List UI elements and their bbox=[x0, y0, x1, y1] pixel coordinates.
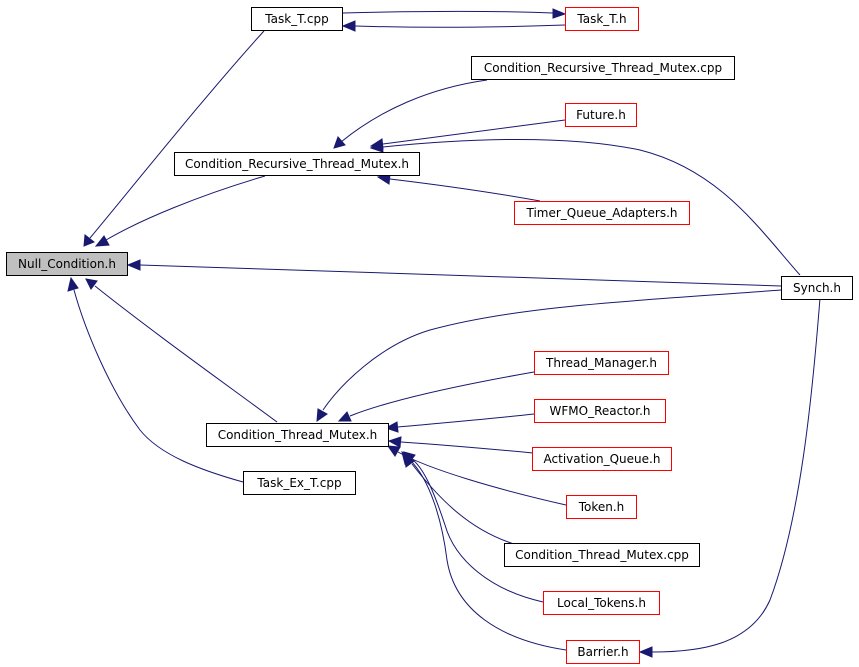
node-activation-queue-h[interactable]: Activation_Queue.h bbox=[532, 447, 672, 471]
edge-arrowhead bbox=[386, 445, 401, 457]
node-future-h[interactable]: Future.h bbox=[565, 103, 637, 127]
edge-synch-to-cond-rec-h bbox=[382, 138, 801, 276]
edge-timer-queue-to-cond-rec-h bbox=[389, 178, 541, 202]
edge-cond-rec-cpp-to-cond-rec-h bbox=[340, 79, 488, 143]
edge-local-tokens-to-cond-thread-h bbox=[412, 459, 544, 603]
node-synch-h[interactable]: Synch.h bbox=[781, 276, 853, 300]
edge-synch-to-cond-thread-h bbox=[322, 289, 782, 411]
edge-task-t-cpp-to-null-condition bbox=[89, 30, 265, 239]
node-null-condition-h: Null_Condition.h bbox=[6, 252, 128, 276]
edge-cond-thread-cpp-to-cond-thread-h bbox=[411, 463, 515, 545]
edge-arrowhead bbox=[341, 20, 356, 32]
edge-arrowhead bbox=[316, 408, 328, 423]
edge-arrowhead bbox=[387, 436, 402, 448]
edge-arrowhead bbox=[638, 646, 653, 658]
edge-arrowhead bbox=[384, 421, 399, 433]
edge-arrowhead bbox=[83, 234, 95, 247]
edge-task-t-h-to-task-t-cpp bbox=[354, 24, 566, 28]
edge-arrowhead bbox=[94, 235, 110, 247]
edge-arrowhead bbox=[552, 8, 567, 19]
node-timer-queue-adapters-h[interactable]: Timer_Queue_Adapters.h bbox=[514, 201, 690, 225]
edge-arrowhead bbox=[67, 276, 79, 292]
edge-arrowhead bbox=[333, 136, 346, 149]
node-task-ex-t-cpp[interactable]: Task_Ex_T.cpp bbox=[243, 471, 356, 495]
edge-cond-thread-h-to-null-condition bbox=[94, 285, 278, 423]
node-cond-rec-mutex-h[interactable]: Condition_Recursive_Thread_Mutex.h bbox=[174, 152, 420, 176]
node-local-tokens-h[interactable]: Local_Tokens.h bbox=[543, 591, 660, 615]
edge-synch-to-barrier bbox=[651, 297, 821, 653]
edge-thread-manager-to-cond-thread-h bbox=[349, 371, 535, 417]
edge-task-ex-t-cpp-to-null-condition bbox=[73, 289, 244, 483]
node-cond-thread-mutex-h[interactable]: Condition_Thread_Mutex.h bbox=[206, 423, 389, 447]
edge-cond-rec-h-to-null-condition bbox=[105, 175, 266, 241]
node-cond-thread-mutex-cpp[interactable]: Condition_Thread_Mutex.cpp bbox=[504, 543, 700, 567]
node-barrier-h[interactable]: Barrier.h bbox=[566, 640, 640, 664]
edge-arrowhead bbox=[401, 451, 413, 465]
node-cond-rec-mutex-cpp[interactable]: Condition_Recursive_Thread_Mutex.cpp bbox=[471, 56, 735, 80]
edge-arrowhead bbox=[337, 411, 352, 422]
edge-activation-queue-to-cond-thread-h bbox=[400, 441, 534, 454]
edge-arrowhead bbox=[126, 259, 141, 271]
node-thread-manager-h[interactable]: Thread_Manager.h bbox=[534, 351, 669, 375]
edge-task-t-cpp-to-task-t-h bbox=[342, 11, 554, 14]
edge-future-to-cond-rec-h bbox=[382, 119, 566, 145]
edge-arrowhead bbox=[369, 141, 384, 153]
edge-arrowhead bbox=[85, 278, 98, 290]
node-token-h[interactable]: Token.h bbox=[566, 495, 637, 519]
node-wfmo-reactor-h[interactable]: WFMO_Reactor.h bbox=[534, 399, 666, 423]
node-task-t-cpp[interactable]: Task_T.cpp bbox=[251, 7, 343, 31]
edge-wfmo-to-cond-thread-h bbox=[397, 413, 535, 428]
edge-synch-to-null-condition bbox=[139, 264, 782, 287]
edge-barrier-to-cond-thread-h bbox=[409, 459, 567, 651]
node-task-t-h[interactable]: Task_T.h bbox=[565, 7, 639, 31]
